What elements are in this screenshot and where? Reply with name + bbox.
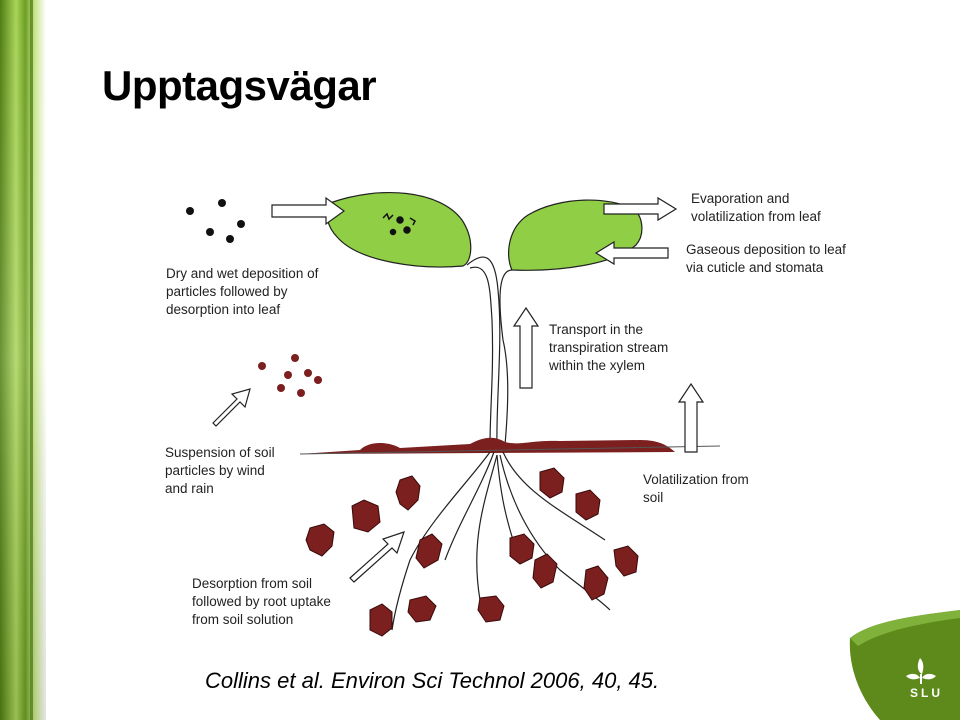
citation: Collins et al. Environ Sci Technol 2006,…: [205, 668, 660, 693]
desorption-label: Desorption from soil followed by root up…: [192, 576, 331, 627]
deposition-arrow: [271, 196, 346, 226]
suspension-label: Suspension of soil particles by wind and…: [165, 445, 275, 496]
transport-label: Transport in the transpiration stream wi…: [549, 322, 669, 373]
leaf-particles: [382, 212, 416, 236]
suspension-arrow: [212, 388, 251, 427]
left-leaf: [326, 191, 472, 268]
evaporation-arrow: [603, 196, 678, 222]
plant-stem: [466, 256, 501, 446]
evaporation-label: Evaporation and volatilization from leaf: [691, 191, 821, 224]
slu-leaf-logo-icon: [849, 610, 960, 720]
volatilization-arrow: [677, 382, 705, 453]
gaseous-deposition-arrow: [594, 240, 669, 266]
page-title: Upptagsvägar: [102, 62, 377, 109]
left-decorative-bar: [0, 0, 46, 720]
suspended-soil-particles: [258, 354, 322, 397]
gaseous-deposition-label: Gaseous deposition to leaf via cuticle a…: [686, 242, 846, 275]
transport-arrow: [512, 306, 540, 389]
slu-logo-text: SLU: [910, 686, 943, 700]
soil-surface: [300, 437, 675, 454]
desorption-arrow: [349, 531, 405, 583]
arrows: [212, 196, 705, 583]
volatilization-label: Volatilization from soil: [643, 472, 749, 505]
soil-particles: [305, 467, 639, 637]
airborne-particles: [186, 199, 245, 243]
deposition-label: Dry and wet deposition of particles foll…: [166, 266, 319, 317]
